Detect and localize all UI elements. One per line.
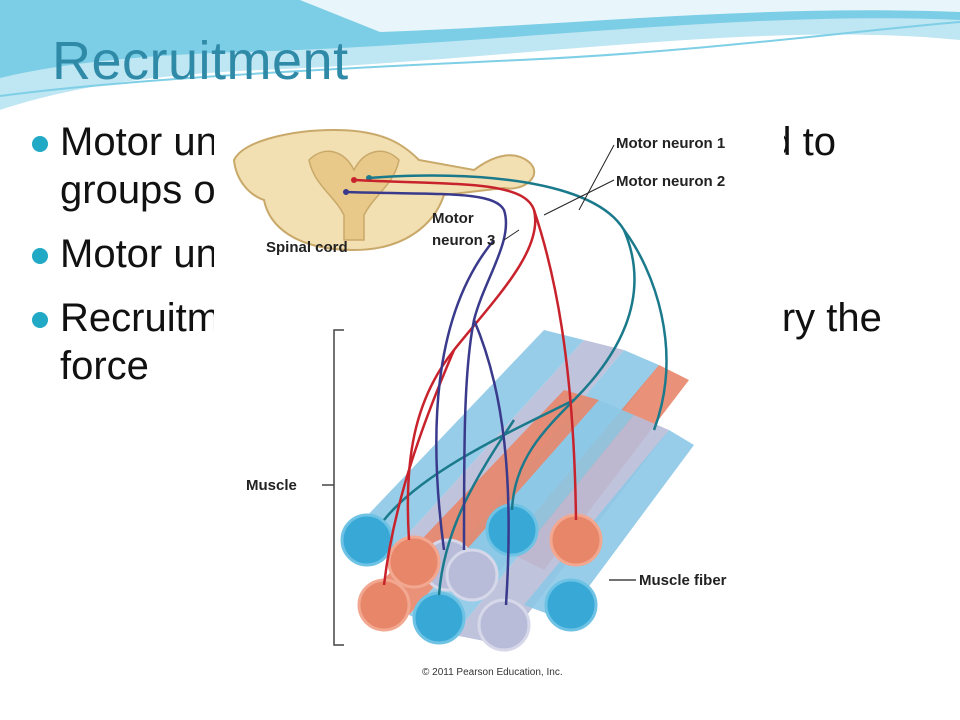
slide-title: Recruitment	[52, 31, 349, 91]
label-motor-neuron-3-line1: Motor	[432, 210, 474, 227]
bullet-dot-icon	[32, 248, 48, 264]
bullet-dot-icon	[32, 136, 48, 152]
motor-unit-figure: Motor neuron 1 Motor neuron 2 Motor neur…	[214, 100, 784, 690]
figure-copyright: © 2011 Pearson Education, Inc.	[422, 667, 563, 678]
label-motor-neuron-3-line2: neuron 3	[432, 232, 495, 249]
label-motor-neuron-1: Motor neuron 1	[616, 135, 725, 152]
spinal-cord-illustration	[232, 128, 536, 252]
label-muscle: Muscle	[246, 477, 297, 494]
label-spinal-cord: Spinal cord	[266, 239, 348, 256]
bullet-dot-icon	[32, 312, 48, 328]
label-muscle-fiber: Muscle fiber	[639, 572, 727, 589]
motor-neuron-2-axon	[353, 178, 578, 586]
label-motor-neuron-2: Motor neuron 2	[616, 173, 725, 190]
motor-unit-diagram: Motor neuron 1 Motor neuron 2 Motor neur…	[214, 100, 784, 690]
header-wave-decoration	[0, 0, 960, 110]
motor-neuron-3-axon	[345, 190, 510, 606]
